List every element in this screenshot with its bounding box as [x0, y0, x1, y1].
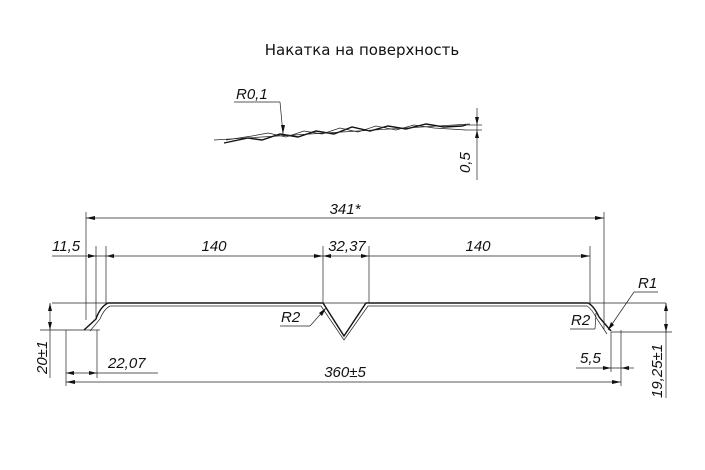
radius-leader-arrow	[281, 125, 285, 134]
detail-radius-label: R0,1	[236, 86, 268, 103]
arrow-left-flat-right	[314, 254, 323, 258]
arrow-right-height-bottom	[664, 324, 668, 332]
dim-right-bend-radius: R2	[571, 312, 591, 329]
arrow-left-height-bottom	[48, 322, 52, 330]
dim-left-flat: 140	[201, 238, 227, 255]
arrow-left-flange-right	[89, 371, 97, 375]
profile-outline	[83, 302, 612, 338]
arrow-width-left	[66, 380, 75, 384]
arrow-341-left	[86, 216, 95, 220]
height-arrow-bottom	[475, 130, 479, 138]
panel-profile: 341* 11,5 140 32,37 140 R2 R2 R1	[34, 201, 672, 398]
dim-right-flat: 140	[465, 238, 491, 255]
dim-width: 360±5	[324, 364, 366, 381]
arrow-right-flat-right	[581, 254, 590, 258]
dim-right-flange: 5,5	[580, 350, 602, 367]
arrow-left-flange-left	[66, 371, 74, 375]
dim-left-bend-radius: R2	[281, 309, 301, 326]
drawing-title: Накатка на поверхность	[265, 41, 460, 59]
dim-left-height: 20±1	[34, 341, 51, 375]
arrow-left-height-top	[48, 303, 52, 311]
arrow-edge-left	[88, 254, 96, 258]
dim-overall: 341*	[330, 201, 362, 218]
dim-edge-radius: R1	[638, 275, 657, 292]
knurl-detail: R0,1 0,5	[213, 86, 482, 180]
height-arrow-top	[475, 117, 479, 125]
dim-right-height: 19,25±1	[649, 344, 666, 398]
arrow-341-right	[595, 216, 604, 220]
arrow-right-flange-left	[603, 366, 611, 370]
dim-edge-offset: 11,5	[52, 238, 81, 255]
arrow-width-right	[612, 380, 621, 384]
r2-right-leader	[594, 312, 597, 330]
r1-arrow	[608, 322, 614, 330]
knurl-center-line	[213, 123, 471, 141]
dim-left-flange: 22,07	[107, 355, 146, 372]
arrow-center-left	[323, 254, 331, 258]
profile-inner-line	[89, 305, 608, 341]
dim-center-gap: 32,37	[328, 238, 366, 255]
arrow-center-right	[361, 254, 369, 258]
knurl-profile-line-secondary	[225, 124, 467, 141]
r2-left-arrow	[319, 308, 326, 316]
detail-height-label: 0,5	[457, 151, 474, 173]
arrow-right-height-top	[664, 303, 668, 311]
